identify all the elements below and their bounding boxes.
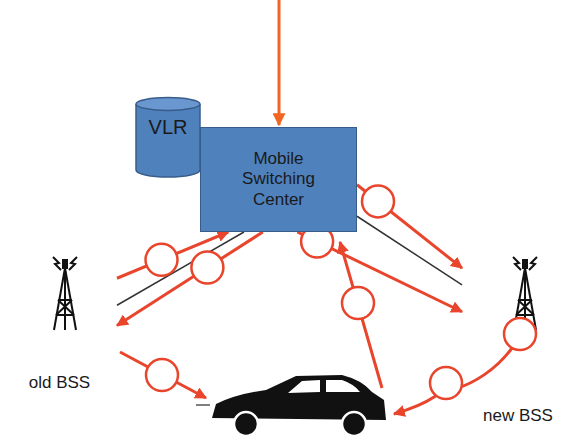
tower-icon	[53, 257, 77, 330]
message-circle	[430, 367, 462, 399]
process-box: Mobile Switching Center	[200, 127, 357, 232]
message-arrow	[117, 232, 263, 326]
node-label: Mobile Switching Center	[229, 149, 329, 210]
car-wheel	[234, 412, 258, 436]
incoming-call-arrow	[278, 0, 281, 125]
message-circle	[504, 318, 536, 350]
antenna-signal	[53, 257, 61, 270]
message-circle	[342, 287, 374, 319]
antenna-signal	[513, 257, 521, 270]
tower-strut	[518, 300, 534, 315]
car-wheel	[342, 412, 366, 436]
tower-strut	[56, 300, 72, 315]
tower-strut	[516, 314, 534, 316]
tower-strut	[516, 300, 532, 315]
link-line	[117, 232, 244, 305]
cylinder-top	[136, 98, 200, 111]
message-circle	[146, 359, 178, 391]
cylinder-body	[136, 104, 200, 177]
tower-strut	[58, 300, 74, 315]
message-arrow	[357, 185, 462, 268]
tower-strut	[64, 262, 66, 330]
message-arrow	[394, 348, 512, 414]
node-label: VLR	[149, 115, 188, 139]
antenna-top	[63, 260, 67, 268]
tower-strut	[56, 314, 74, 316]
car	[196, 375, 386, 436]
message-arrow	[120, 352, 206, 398]
car-window	[326, 380, 360, 392]
car-window	[288, 380, 320, 393]
antenna-signal	[69, 257, 77, 270]
station-label: old BSS	[29, 373, 90, 393]
station-label: new BSS	[483, 406, 553, 426]
base-station: new BSS	[462, 258, 574, 426]
database-cylinder: VLR	[135, 97, 201, 177]
base-station: old BSS	[2, 258, 117, 393]
antenna-top	[523, 260, 527, 268]
message-circle	[191, 252, 223, 284]
antenna-signal	[529, 257, 537, 270]
message-circle	[362, 185, 394, 217]
car-mark	[196, 404, 210, 406]
message-circle	[146, 244, 178, 276]
